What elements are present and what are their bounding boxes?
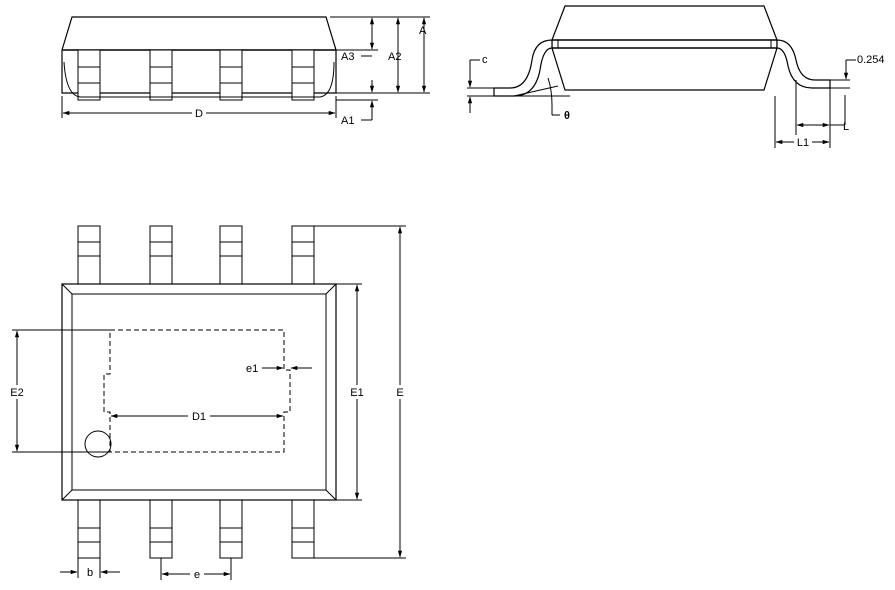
front-view: D A3 A2 A A1 [61,16,430,127]
front-pin-1 [77,49,101,101]
top-pin-4 [291,499,315,559]
top-pin-2 [149,499,173,559]
label-E1: E1 [350,387,363,399]
label-A1: A1 [341,115,354,127]
front-pin-2 [149,49,173,101]
label-b: b [87,567,93,579]
top-pin-6 [219,225,243,285]
label-theta: θ [564,110,570,122]
pin1-marker-circle [84,430,112,458]
label-L: L [843,121,849,133]
top-view: E2 D1 e1 E1 E b e [6,225,408,581]
label-e1: e1 [246,363,258,375]
label-E: E [396,387,403,399]
top-pin-5 [291,225,315,285]
label-D1: D1 [192,411,206,423]
label-E2: E2 [10,387,23,399]
side-view-right-lead [776,39,831,89]
label-e: e [194,569,200,581]
label-c: c [482,54,488,66]
top-pin-8 [77,225,101,285]
exposed-pad-outline [103,329,291,453]
front-pin-4 [291,49,315,101]
front-pin-3 [219,49,243,101]
label-A2: A2 [388,51,401,63]
side-view-left-lead [493,39,553,97]
label-lead-offset: 0.254 [857,54,885,66]
top-pin-7 [149,225,173,285]
side-view: c θ 0.254 L L1 [467,5,885,149]
label-L1: L1 [797,137,809,149]
label-A: A [419,25,427,37]
label-D: D [195,108,203,120]
top-view-body [61,283,337,501]
top-pin-1 [77,499,101,559]
label-A3: A3 [341,51,354,63]
top-pin-3 [219,499,243,559]
